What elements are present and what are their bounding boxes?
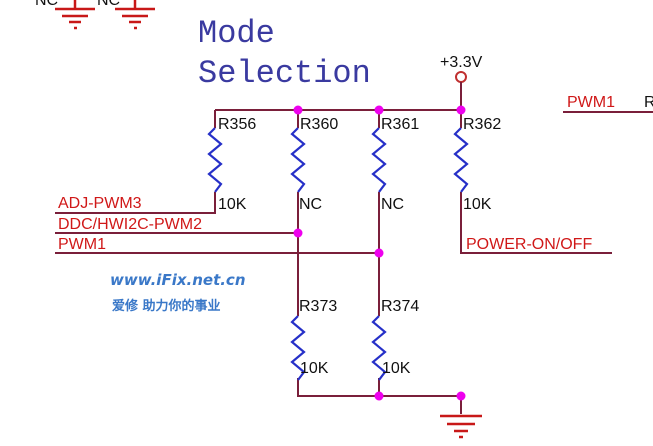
ref-r356: R356 — [218, 116, 256, 133]
resistor-r362 — [453, 127, 469, 193]
ref-cut-right: R — [644, 94, 653, 111]
ref-r360: R360 — [300, 116, 338, 133]
ref-r361: R361 — [381, 116, 419, 133]
ref-r373: R373 — [299, 298, 337, 315]
title-line-1: Mode — [198, 15, 275, 52]
wires — [55, 82, 653, 414]
watermark-url: www.iFix.net.cn — [110, 271, 246, 289]
watermark-slogan: 爱修 助力你的事业 — [112, 298, 221, 314]
junction-dot — [293, 228, 303, 238]
resistor-r361 — [371, 127, 387, 193]
value-r374: 10K — [382, 360, 411, 377]
net-power-on-off: POWER-ON/OFF — [466, 236, 592, 253]
value-r360: NC — [299, 196, 322, 213]
junction-dot — [374, 391, 384, 401]
value-r361: NC — [381, 196, 404, 213]
top-left-grounds: NC NC — [35, 0, 155, 30]
net-ddc-pwm2: DDC/HWI2C-PWM2 — [58, 216, 202, 233]
value-r356: 10K — [218, 196, 247, 213]
ground-icon — [55, 0, 95, 30]
junction-dot — [374, 248, 384, 258]
nc-label-2: NC — [97, 0, 120, 9]
ref-r362: R362 — [463, 116, 501, 133]
junction-dot — [293, 105, 303, 115]
junction-dot — [456, 391, 466, 401]
resistor-r356 — [207, 127, 223, 193]
resistor-r373 — [290, 315, 306, 381]
ground-icon — [115, 0, 155, 30]
power-port-icon — [455, 71, 467, 83]
title-line-2: Selection — [198, 55, 371, 92]
net-adj-pwm3: ADJ-PWM3 — [58, 195, 142, 212]
ground-icon — [440, 414, 482, 439]
junction-dots — [293, 105, 466, 401]
power-rail-label: +3.3V — [440, 54, 483, 71]
resistor-symbols — [207, 127, 469, 381]
value-r362: 10K — [463, 196, 492, 213]
nc-label-1: NC — [35, 0, 58, 9]
junction-dot — [456, 105, 466, 115]
resistor-r360 — [290, 127, 306, 193]
value-r373: 10K — [300, 360, 329, 377]
resistor-r374 — [371, 315, 387, 381]
net-pwm1: PWM1 — [58, 236, 106, 253]
ref-r374: R374 — [381, 298, 419, 315]
junction-dot — [374, 105, 384, 115]
net-pwm1-right: PWM1 — [567, 94, 615, 111]
